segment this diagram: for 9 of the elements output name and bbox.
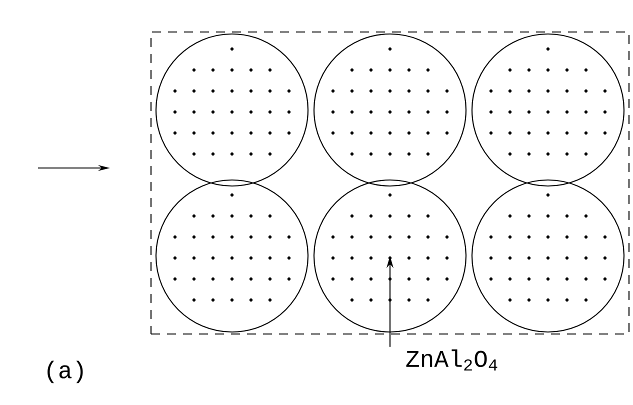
formula-label: ZnAl$_{2}$O$_{4}$ [406, 349, 498, 371]
dotted-particle [313, 33, 467, 187]
dotted-particle [155, 179, 309, 333]
dashed-frame [150, 31, 630, 335]
dotted-particle [471, 33, 625, 187]
dotted-particle [313, 179, 467, 333]
panel-label: (a) [48, 360, 83, 384]
dotted-particle [471, 179, 625, 333]
dotted-particle [155, 33, 309, 187]
